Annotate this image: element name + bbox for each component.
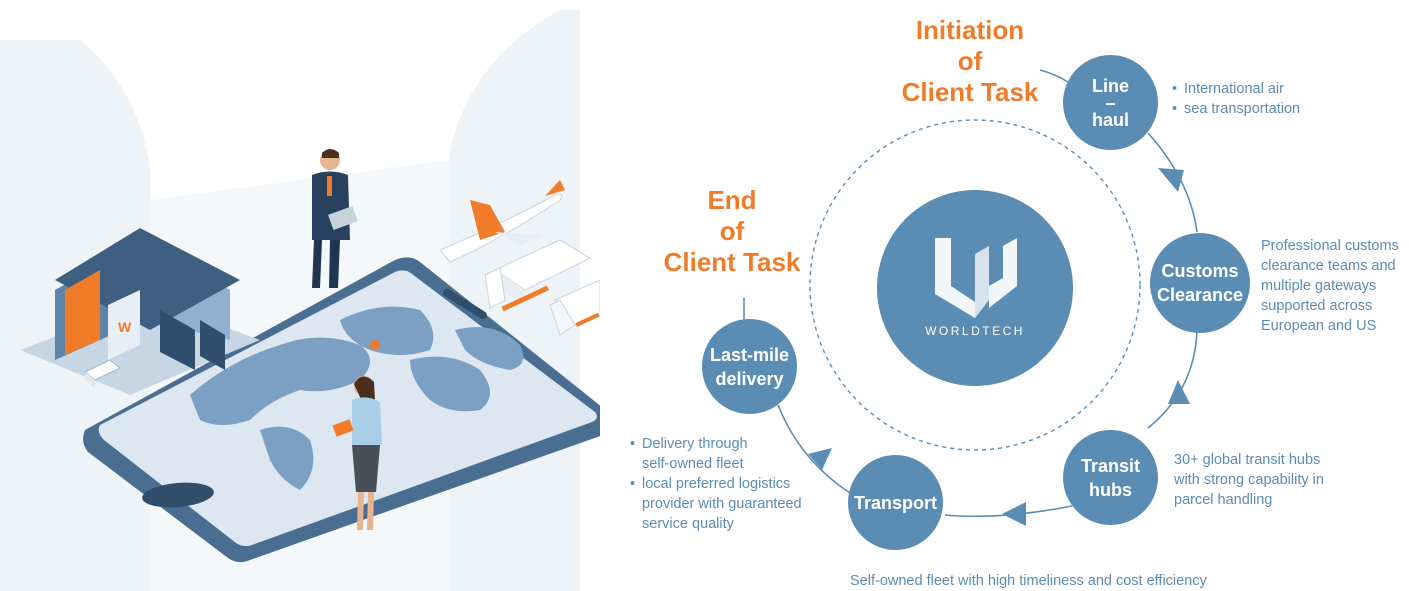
end-title: End of Client Task	[652, 185, 812, 278]
title-line: of	[719, 216, 745, 246]
step-transit-hubs: Transit hubs	[1063, 430, 1158, 525]
description-item: sea transportation	[1172, 99, 1300, 119]
description-line: Delivery through	[642, 436, 748, 452]
connector-transit-transport	[944, 505, 1073, 518]
description-line: self-owned fleet	[642, 456, 744, 472]
svg-text:W: W	[118, 319, 132, 335]
line-haul-description: International air sea transportation	[1172, 79, 1300, 119]
worldtech-logo: WORLDTECH	[877, 190, 1073, 386]
arrowhead-icon	[1168, 380, 1190, 404]
description-line: Professional customs	[1261, 238, 1399, 254]
arrowhead-icon	[1002, 502, 1026, 526]
title-line: End	[707, 185, 757, 215]
description-line: multiple gateways	[1261, 278, 1377, 294]
transit-hubs-description: 30+ global transit hubs with strong capa…	[1174, 450, 1324, 510]
description-line: clearance teams and	[1261, 258, 1396, 274]
logistics-illustration: W	[0, 10, 600, 591]
world-map	[190, 306, 524, 490]
step-label: –	[1105, 92, 1116, 113]
worldtech-logo-mark-icon	[935, 238, 1017, 318]
description-line: local preferred logistics	[642, 476, 791, 492]
description-item: International air	[1172, 79, 1300, 99]
step-label: haul	[1091, 109, 1129, 130]
description-line: 30+ global transit hubs	[1174, 452, 1321, 468]
step-last-mile-delivery: Last-mile delivery	[702, 319, 797, 414]
step-line-haul: Line – haul	[1063, 55, 1158, 150]
title-line: Client Task	[901, 77, 1039, 107]
step-label: Transit	[1080, 455, 1141, 476]
description-line: supported across	[1261, 298, 1373, 314]
map-pin-icon	[370, 340, 380, 350]
customs-clearance-description: Professional customs clearance teams and…	[1261, 236, 1399, 336]
step-label: Line	[1091, 75, 1129, 96]
arrowhead-icon	[1158, 168, 1184, 192]
title-line: Client Task	[663, 247, 801, 277]
businessman-figure	[312, 149, 358, 288]
step-label: Customs	[1161, 261, 1239, 281]
step-label: Transport	[853, 492, 937, 513]
description-item: local preferred logistics provider with …	[630, 474, 802, 534]
connector-transport-last-mile	[777, 404, 851, 494]
description-line: provider with guaranteed	[642, 496, 802, 512]
small-truck	[84, 359, 121, 388]
title-line: Initiation	[915, 15, 1025, 45]
transport-description: Self-owned fleet with high timeliness an…	[850, 571, 1207, 591]
description-item: Delivery through self-owned fleet	[630, 434, 802, 474]
airplane-icon	[439, 180, 565, 263]
description-line: European and US	[1261, 318, 1377, 334]
initiation-title: Initiation of Client Task	[890, 15, 1050, 108]
description-line: service quality	[642, 516, 734, 532]
cargo-truck-2	[549, 279, 600, 336]
businesswoman-figure	[332, 376, 382, 530]
step-label: Last-mile	[709, 344, 790, 365]
start-connector	[1039, 69, 1069, 83]
connector-customs-transit	[1147, 329, 1198, 429]
warehouse-building: W	[20, 228, 260, 395]
cargo-truck-1	[484, 239, 592, 312]
arrowhead-icon	[808, 448, 832, 470]
description-line: with strong capability in	[1174, 472, 1324, 488]
description-line: parcel handling	[1174, 492, 1273, 508]
brand-name: WORLDTECH	[925, 324, 1025, 338]
dashed-ring	[809, 119, 1141, 451]
step-customs-clearance: Customs Clearance	[1150, 233, 1250, 333]
step-label: hubs	[1089, 479, 1132, 500]
connector-line-haul-customs	[1147, 132, 1198, 233]
step-transport: Transport	[848, 455, 943, 550]
title-line: of	[957, 46, 983, 76]
step-label: Clearance	[1156, 285, 1244, 305]
step-label: delivery	[715, 368, 784, 389]
last-mile-description: Delivery through self-owned fleet local …	[630, 434, 802, 534]
description-line: Self-owned fleet with high timeliness an…	[850, 573, 1207, 589]
